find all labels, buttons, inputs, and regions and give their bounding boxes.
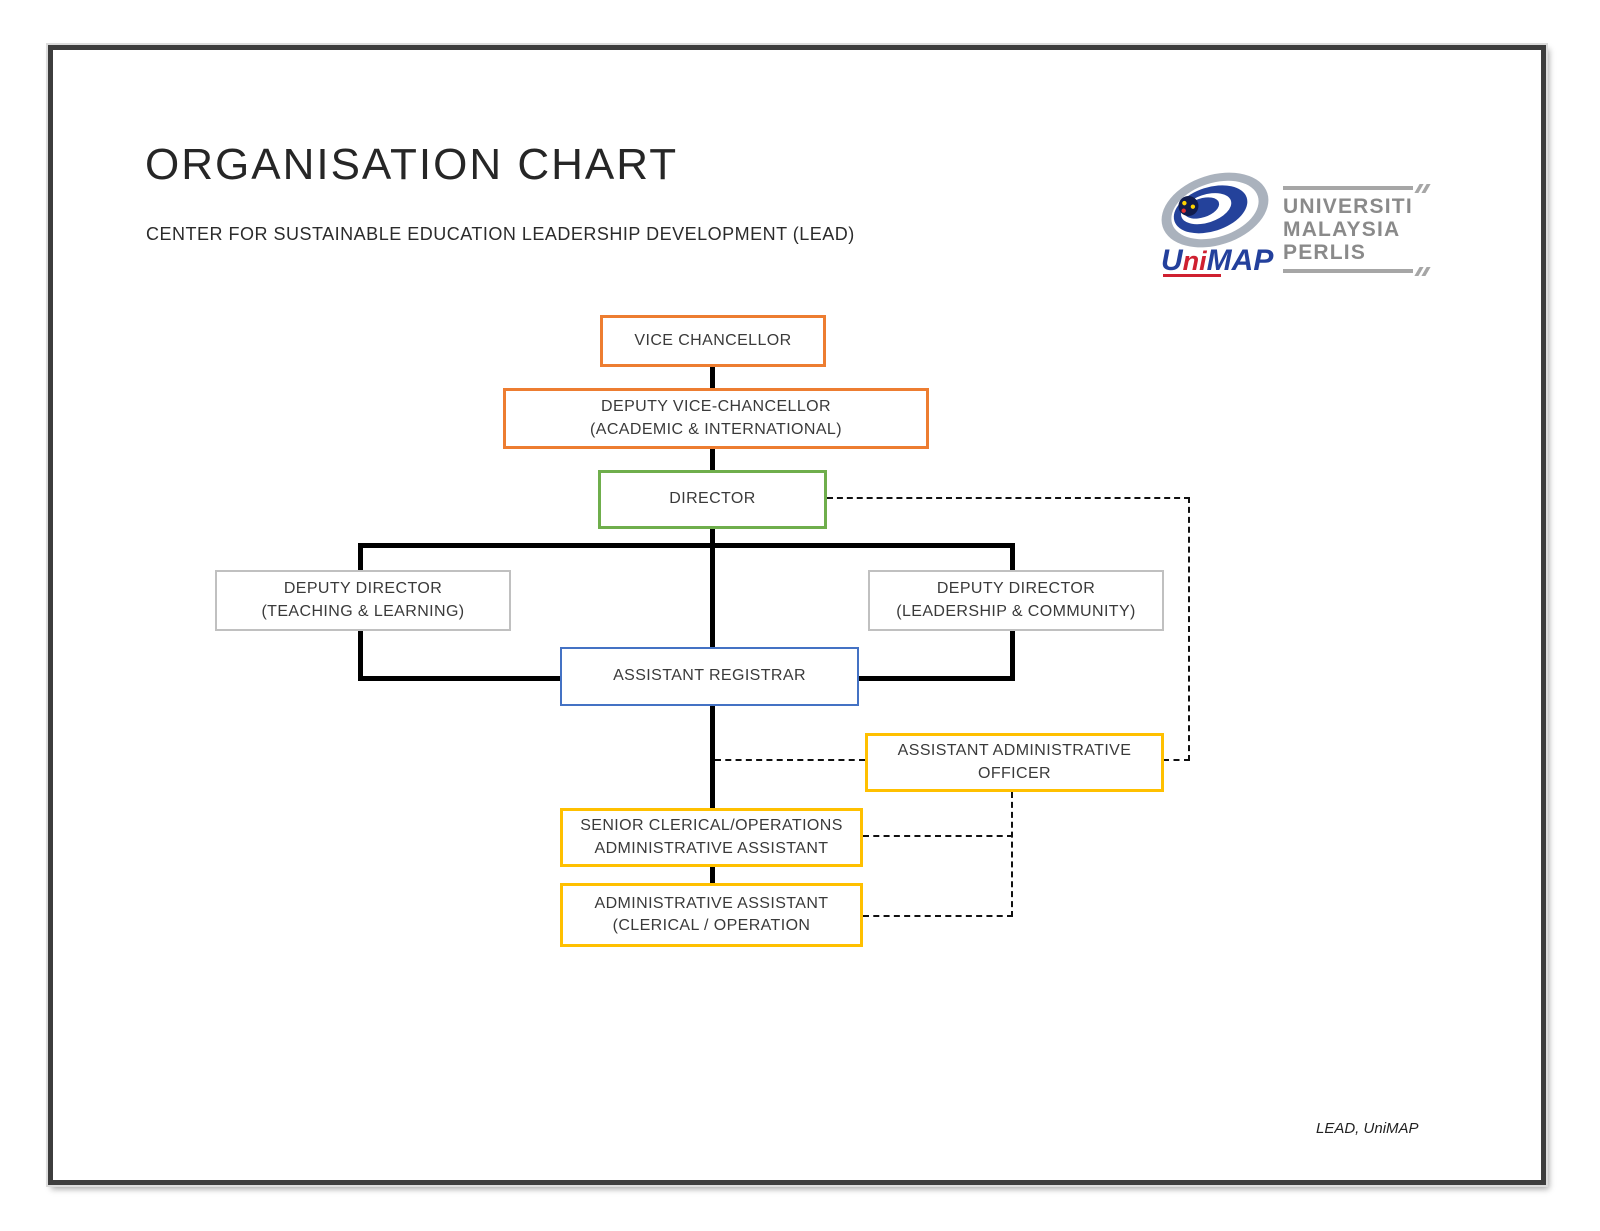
- page-border-frame: [48, 45, 1546, 1185]
- university-name-line: UNIVERSITI: [1283, 195, 1413, 218]
- dashed-to-senior-clerical: [863, 835, 1013, 837]
- connector-vc-to-dvc: [710, 366, 715, 389]
- connector-director-to-registrar: [710, 528, 715, 648]
- node-assistant-registrar: ASSISTANT REGISTRAR: [560, 647, 859, 706]
- node-label: DEPUTY DIRECTOR: [283, 580, 443, 598]
- dashed-admin-officer-down: [1011, 792, 1013, 917]
- node-label: (ACADEMIC & INTERNATIONAL): [590, 420, 842, 438]
- node-label: DEPUTY VICE-CHANCELLOR: [601, 398, 831, 416]
- node-deputy-director-teaching: DEPUTY DIRECTOR (TEACHING & LEARNING): [215, 570, 511, 631]
- dashed-to-admin-assistant: [863, 915, 1013, 917]
- node-label: (TEACHING & LEARNING): [261, 602, 465, 620]
- node-label: (CLERICAL / OPERATION: [612, 917, 811, 934]
- page-subtitle: CENTER FOR SUSTAINABLE EDUCATION LEADERS…: [146, 224, 855, 244]
- connector-bracket-top: [358, 543, 1015, 548]
- wordmark-underline: [1163, 274, 1221, 277]
- node-label: DEPUTY DIRECTOR: [936, 580, 1096, 598]
- node-deputy-director-leadership: DEPUTY DIRECTOR (LEADERSHIP & COMMUNITY): [868, 570, 1164, 631]
- node-label: ADMINISTRATIVE ASSISTANT: [594, 894, 829, 912]
- node-label: SENIOR CLERICAL/OPERATIONS: [580, 817, 843, 835]
- node-vice-chancellor: VICE CHANCELLOR: [600, 315, 826, 367]
- node-label: ADMINISTRATIVE ASSISTANT: [594, 839, 829, 857]
- university-name-block: UNIVERSITI MALAYSIA PERLIS: [1283, 184, 1433, 277]
- connector-bracket-right-to-registrar: [857, 676, 1015, 681]
- node-assistant-administrative-officer: ASSISTANT ADMINISTRATIVE OFFICER: [865, 733, 1164, 792]
- unimap-wordmark: UniMAP: [1161, 244, 1273, 278]
- dashed-registrar-to-admin-officer: [715, 759, 865, 761]
- rule-bottom: [1283, 267, 1431, 277]
- wordmark-map: MAP: [1206, 244, 1274, 277]
- connector-bracket-left-to-registrar: [358, 676, 562, 681]
- node-senior-clerical: SENIOR CLERICAL/OPERATIONS ADMINISTRATIV…: [560, 808, 863, 867]
- node-deputy-vice-chancellor: DEPUTY VICE-CHANCELLOR (ACADEMIC & INTER…: [503, 388, 929, 449]
- wordmark-ni: ni: [1182, 246, 1207, 276]
- university-name-line: MALAYSIA: [1283, 218, 1401, 242]
- footer-credit: LEAD, UniMAP: [1316, 1120, 1419, 1137]
- node-label: VICE CHANCELLOR: [634, 331, 792, 349]
- rule-top: [1283, 184, 1431, 193]
- unimap-logo: UniMAP UNIVERSITI MALAYSIA PERLIS: [1155, 168, 1431, 283]
- dashed-into-admin-officer: [1163, 759, 1190, 761]
- node-director: DIRECTOR: [598, 470, 827, 529]
- node-label: OFFICER: [977, 764, 1052, 782]
- connector-registrar-to-assistants: [710, 705, 715, 885]
- node-label: DIRECTOR: [669, 490, 756, 508]
- dashed-right-vertical: [1188, 497, 1190, 761]
- wordmark-u: U: [1161, 244, 1183, 277]
- dashed-director-right: [827, 497, 1190, 499]
- page-title: ORGANISATION CHART: [145, 140, 679, 189]
- node-label: (LEADERSHIP & COMMUNITY): [896, 602, 1136, 620]
- node-label: ASSISTANT REGISTRAR: [613, 667, 806, 685]
- university-name-line: PERLIS: [1283, 241, 1367, 265]
- connector-dvc-to-director: [710, 448, 715, 471]
- unimap-swirl-icon: [1161, 172, 1269, 248]
- node-administrative-assistant: ADMINISTRATIVE ASSISTANT (CLERICAL / OPE…: [560, 883, 863, 947]
- node-label: ASSISTANT ADMINISTRATIVE: [897, 742, 1132, 760]
